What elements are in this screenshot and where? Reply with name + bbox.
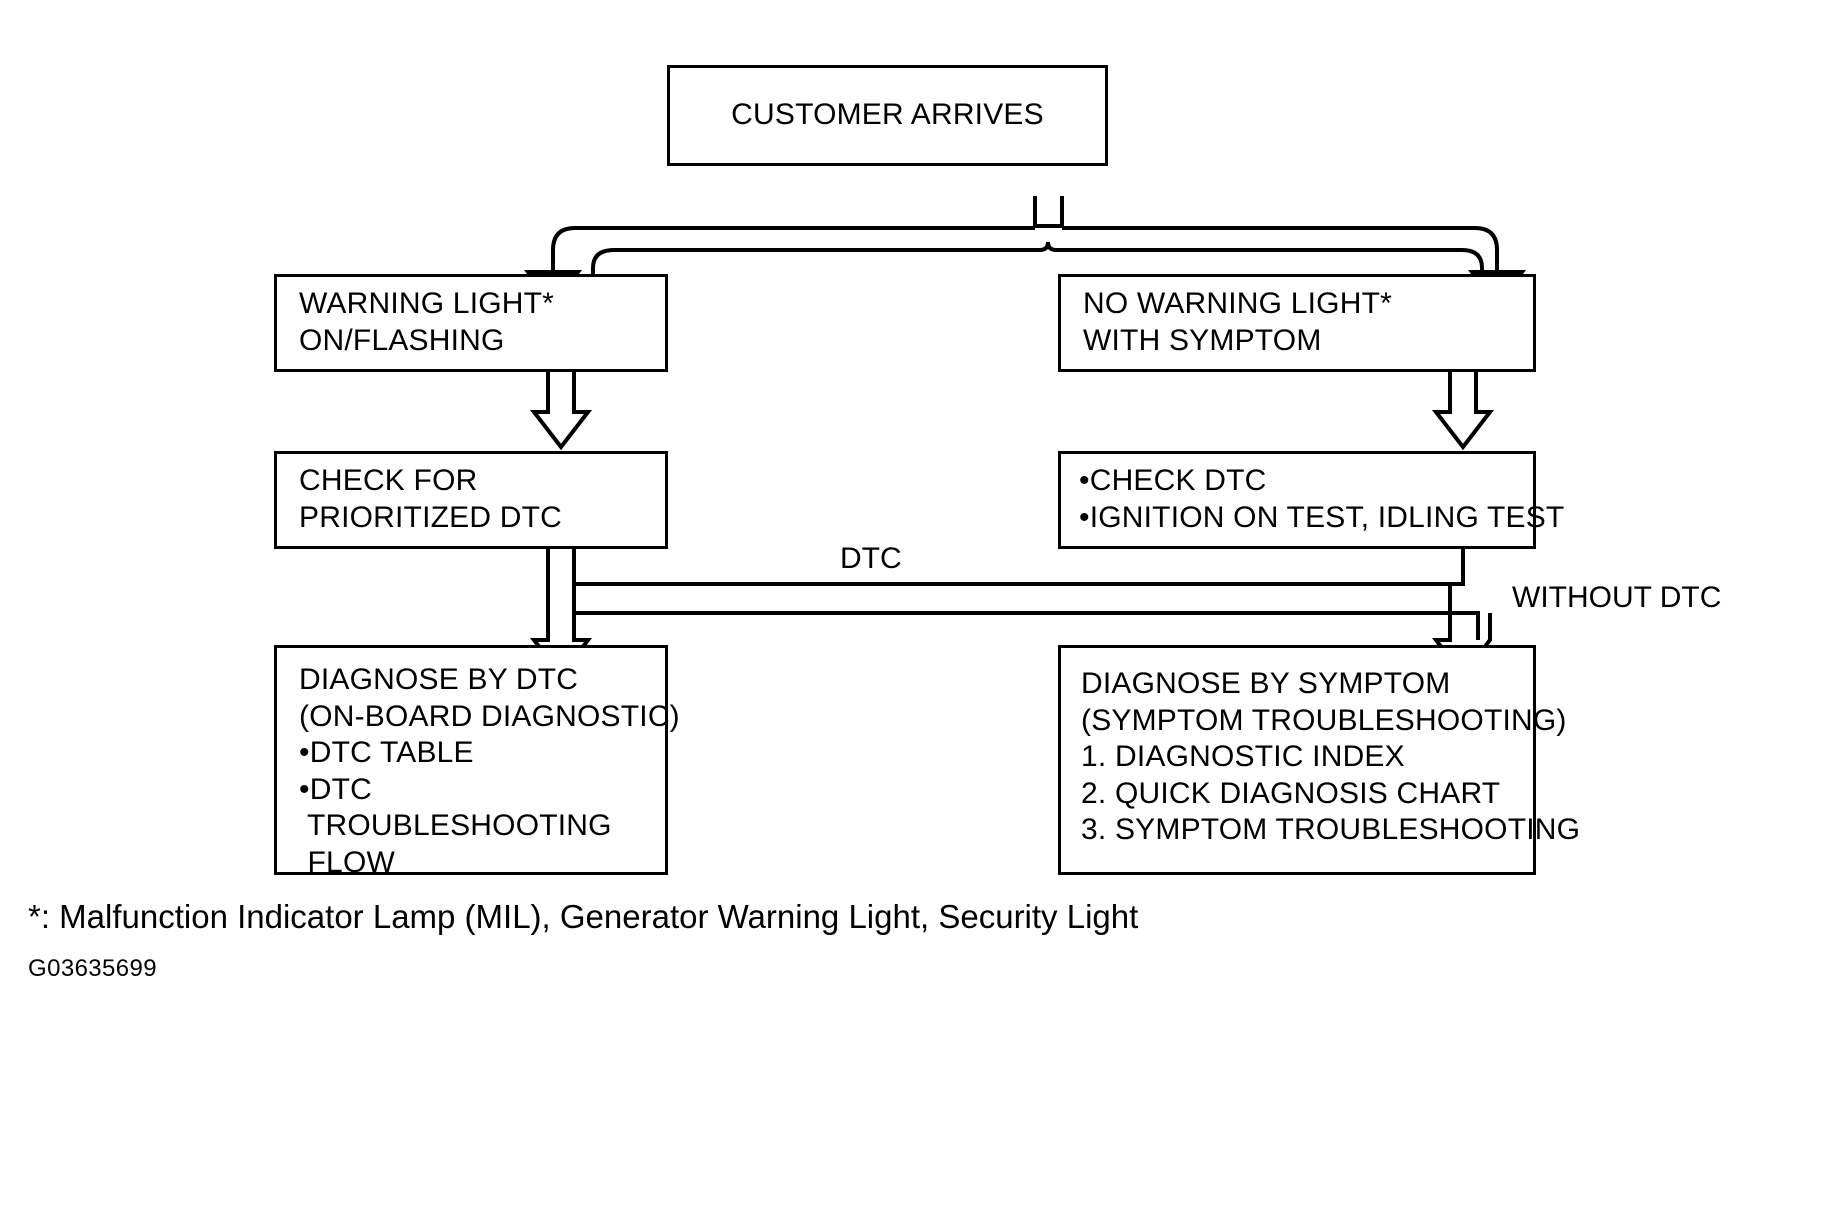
figure-id-tag: G03635699 <box>28 955 158 982</box>
node-text-line: DIAGNOSE BY DTC <box>299 663 579 696</box>
node-text-line: CUSTOMER ARRIVES <box>731 98 1044 132</box>
node-text-line: DIAGNOSE BY SYMPTOM <box>1081 667 1451 700</box>
node-text-line: (ON-BOARD DIAGNOSTIC) <box>299 699 680 733</box>
node-check-for-prioritized-dtc[interactable]: CHECK FOR PRIORITIZED DTC <box>274 451 668 549</box>
node-text-line: •CHECK DTC <box>1079 464 1267 498</box>
split-connector-outer-rail <box>551 226 1499 272</box>
node-text-line: •DTC <box>299 772 372 806</box>
node-text-line: •DTC TABLE <box>299 736 474 770</box>
node-text-line: 3. SYMPTOM TROUBLESHOOTING <box>1081 813 1581 847</box>
arrow-right-1 <box>1431 372 1495 451</box>
node-text-line: PRIORITIZED DTC <box>299 501 562 534</box>
node-text-line: CHECK FOR <box>299 464 478 498</box>
node-diagnose-by-symptom[interactable]: DIAGNOSE BY SYMPTOM (SYMPTOM TROUBLESHOO… <box>1058 645 1580 875</box>
node-diagnose-by-dtc[interactable]: DIAGNOSE BY DTC (ON-BOARD DIAGNOSTIC) •D… <box>274 645 680 879</box>
node-check-dtc-ignition-idling-test[interactable]: •CHECK DTC •IGNITION ON TEST, IDLING TES… <box>1058 451 1564 549</box>
node-text-line: ON/FLASHING <box>299 324 505 357</box>
split-connector-inner-rail <box>591 241 1484 290</box>
node-text-line: •IGNITION ON TEST, IDLING TEST <box>1079 501 1565 534</box>
node-text-line: WITH SYMPTOM <box>1083 324 1322 357</box>
node-text-line: WARNING LIGHT* <box>299 287 555 321</box>
dtc-cross-line <box>575 549 1465 586</box>
node-text-line: 2. QUICK DIAGNOSIS CHART <box>1081 776 1501 810</box>
footnote-text: *: Malfunction Indicator Lamp (MIL), Gen… <box>28 898 1139 935</box>
node-warning-light-on-flashing[interactable]: WARNING LIGHT* ON/FLASHING <box>274 274 668 372</box>
node-text-line: (SYMPTOM TROUBLESHOOTING) <box>1081 703 1567 737</box>
node-text-line: FLOW <box>299 845 395 879</box>
node-customer-arrives[interactable]: CUSTOMER ARRIVES <box>667 65 1108 166</box>
without-dtc-line <box>575 611 1480 640</box>
edge-label-dtc: DTC <box>840 542 902 575</box>
node-text-line: NO WARNING LIGHT* <box>1083 287 1392 321</box>
node-text-line: 1. DIAGNOSTIC INDEX <box>1081 740 1405 774</box>
edge-label-without-dtc: WITHOUT DTC <box>1512 581 1722 614</box>
arrow-left-1 <box>529 372 593 451</box>
node-no-warning-light-with-symptom[interactable]: NO WARNING LIGHT* WITH SYMPTOM <box>1058 274 1536 372</box>
split-connector-stem <box>1033 196 1064 228</box>
node-text-line: TROUBLESHOOTING <box>299 809 612 843</box>
